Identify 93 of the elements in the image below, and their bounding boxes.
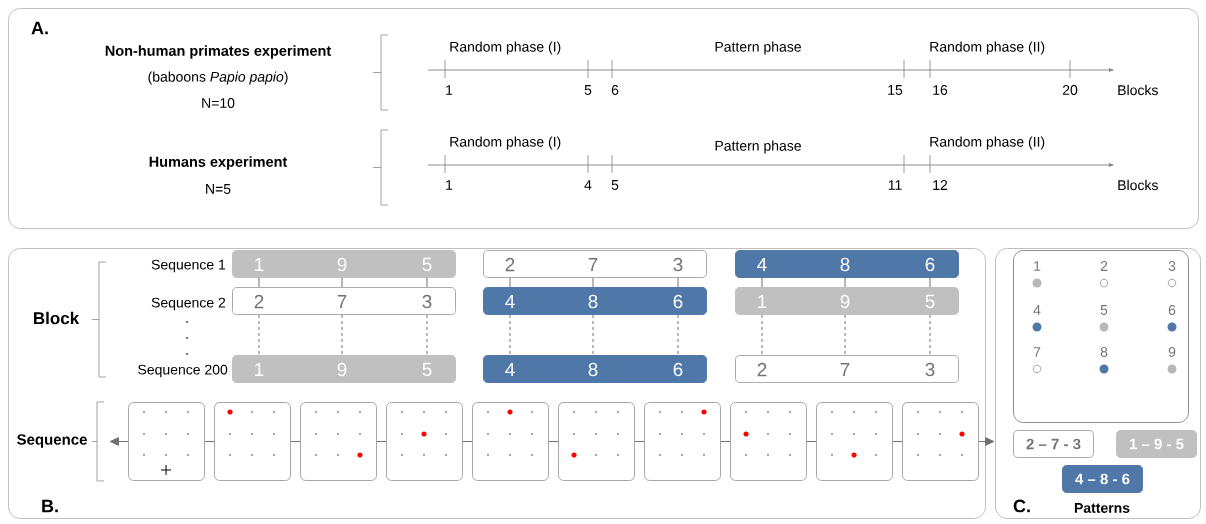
position-number: 6: [1168, 305, 1176, 315]
stimulus-screen-drawing: [730, 402, 807, 481]
connector-line: [806, 441, 817, 442]
tick-number: 20: [1062, 85, 1078, 95]
arrow: [109, 437, 129, 446]
position-number: 7: [1033, 347, 1041, 357]
position-number: 5: [1100, 305, 1108, 315]
connector-line: [761, 314, 763, 356]
connector-line: [548, 441, 559, 442]
connector-line: [592, 314, 594, 356]
tick-number: 11: [888, 180, 902, 190]
position-number: 8: [1100, 347, 1108, 357]
connector-line: [929, 314, 931, 356]
group-label: Sequence: [17, 434, 87, 448]
connector-line: [677, 314, 679, 356]
group-size: N=10: [202, 98, 235, 108]
connector-line: [761, 277, 763, 288]
sequence-bar: 2 7 3: [483, 250, 707, 278]
connector-line: [426, 277, 428, 288]
connector-line: [426, 314, 428, 356]
connector-line: [634, 441, 645, 442]
group-subheading: (baboons Papio papio): [148, 71, 288, 85]
connector-line: [341, 314, 343, 356]
panel-letter: C.: [1013, 499, 1030, 513]
sequence-bar: 2 7 3: [232, 287, 456, 315]
sequence-bar: 4 8 6: [735, 250, 959, 278]
position-number: 9: [1168, 347, 1176, 357]
connector-line: [844, 314, 846, 356]
connector-line: [462, 441, 473, 442]
sequence-bar: 1 9 5: [232, 250, 456, 278]
stimulus-screen-drawing: [128, 402, 205, 481]
sequence-bar: 4 8 6: [483, 355, 707, 383]
connector-line: [509, 277, 511, 288]
connector-line: [677, 277, 679, 288]
connector-line: [341, 277, 343, 288]
connector-line: [720, 441, 731, 442]
connector-line: [592, 277, 594, 288]
connector-line: [258, 277, 260, 288]
tick-number: 5: [611, 180, 619, 190]
position-number: 2: [1100, 261, 1108, 271]
connector-line: [258, 314, 260, 356]
sequence-bar: 1 9 5: [735, 287, 959, 315]
tick-number: 5: [584, 85, 592, 95]
stimulus-screen-drawing: [902, 402, 979, 481]
axis-label: Blocks: [1118, 84, 1158, 96]
arrow: [978, 437, 995, 446]
panel-letter: B.: [42, 499, 58, 513]
stimulus-screen-drawing: [558, 402, 635, 481]
group-label: Block: [34, 311, 80, 325]
stimulus-screen-drawing: [300, 402, 377, 481]
stimulus-screen-drawing: [644, 402, 721, 481]
tick-number: 1: [446, 85, 453, 95]
connector-line: [290, 441, 301, 442]
stimulus-screen-drawing: [472, 402, 549, 481]
phase-label: Random phase (I): [450, 41, 561, 55]
phase-label: Random phase (II): [930, 41, 1045, 55]
group-heading: Humans experiment: [149, 156, 288, 170]
tick-number: 1: [446, 180, 453, 190]
stimulus-screen-drawing: [386, 402, 463, 481]
pattern-box: 4 – 8 - 6: [1062, 465, 1143, 493]
pattern-box: 1 – 9 - 5: [1116, 430, 1197, 458]
tick-number: 15: [888, 85, 903, 95]
connector-line: [204, 441, 215, 442]
sequence-bar: 4 8 6: [483, 287, 707, 315]
phase-label: Random phase (I): [450, 136, 561, 150]
connector-line: [929, 277, 931, 288]
phase-label: Pattern phase: [715, 140, 801, 154]
tick-number: 16: [933, 85, 948, 95]
connector-line: [509, 314, 511, 356]
sequence-bar: 2 7 3: [735, 355, 959, 383]
connector-line: [844, 277, 846, 288]
connector-line: [892, 441, 903, 442]
row-label: Sequence 200: [138, 364, 228, 378]
row-label: Sequence 2: [151, 297, 226, 311]
tick-number: 12: [933, 180, 948, 190]
group-size: N=5: [206, 184, 231, 194]
panel-letter: A.: [31, 21, 48, 35]
stimulus-screen-drawing: [816, 402, 893, 481]
position-number: 4: [1033, 305, 1041, 315]
phase-label: Pattern phase: [715, 41, 801, 55]
sequence-bar: 1 9 5: [232, 355, 456, 383]
phase-label: Random phase (II): [930, 136, 1045, 150]
panel-caption: Patterns: [1074, 503, 1130, 513]
group-heading: Non-human primates experiment: [105, 45, 331, 59]
tick-number: 6: [611, 85, 619, 95]
connector-line: [376, 441, 387, 442]
position-number: 1: [1034, 261, 1041, 271]
pattern-box: 2 – 7 - 3: [1013, 430, 1094, 458]
stimulus-screen-drawing: [214, 402, 291, 481]
axis-label: Blocks: [1118, 179, 1158, 191]
row-label: Sequence 1: [151, 259, 226, 273]
position-number: 3: [1168, 261, 1176, 271]
tick-number: 4: [584, 180, 592, 190]
